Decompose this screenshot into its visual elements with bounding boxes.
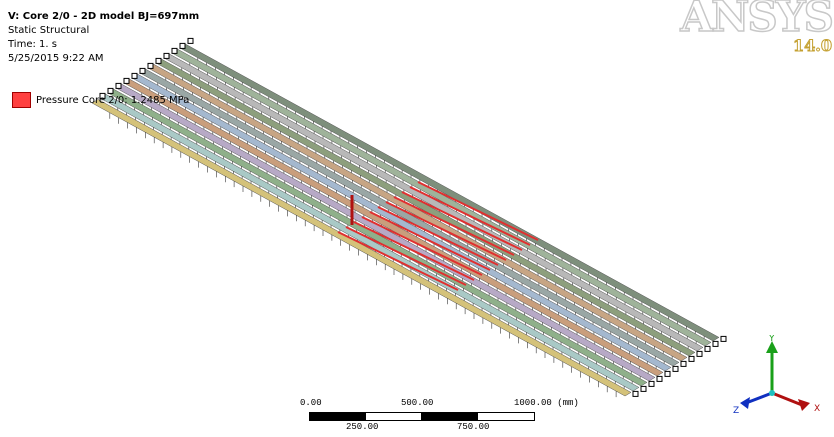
far-end-marker (163, 52, 170, 59)
core-strip (139, 69, 680, 367)
support-ticks (109, 112, 617, 398)
far-end-marker (147, 62, 154, 69)
far-end-marker (139, 67, 146, 74)
scale-label-500: 500.00 (401, 398, 434, 408)
pressure-line (409, 186, 531, 246)
near-end-marker (672, 365, 679, 372)
logo-name: ANSYS (680, 0, 834, 42)
far-end-marker (115, 82, 122, 89)
core-strip (115, 84, 656, 382)
pressure-line (377, 206, 499, 266)
date-label: 5/25/2015 9:22 AM (8, 53, 104, 64)
scale-label-0: 0.00 (300, 398, 322, 408)
far-end-marker (131, 72, 138, 79)
analysis-type: Static Structural (8, 25, 90, 36)
axis-triad: Y X Z (733, 335, 820, 415)
pressure-line (353, 221, 475, 281)
scale-label-750: 750.00 (457, 422, 490, 432)
far-end-marker (155, 57, 162, 64)
pressure-line (393, 196, 515, 256)
logo-version: 14.0 (793, 36, 833, 56)
scale-bar: 0.00 500.00 1000.00 (mm) 250.00 750.00 (300, 398, 630, 436)
pressure-line (417, 181, 539, 241)
scale-seg-3 (421, 412, 479, 421)
near-end-marker (712, 340, 719, 347)
pressure-line (345, 226, 467, 286)
z-axis (745, 391, 773, 405)
x-axis (771, 391, 803, 407)
far-end-marker (187, 37, 194, 44)
core-strip (171, 49, 712, 347)
x-label: X (814, 404, 820, 414)
core-strip (155, 59, 696, 357)
near-end-marker (632, 390, 639, 397)
ansys-logo: ANSYS 14.0 (680, 0, 834, 62)
near-end-marker (640, 385, 647, 392)
pressure-line (401, 191, 523, 251)
near-end-marker (664, 370, 671, 377)
triad-origin (769, 390, 775, 396)
scale-seg-2 (365, 412, 423, 421)
near-end-marker (656, 375, 663, 382)
scale-label-1000: 1000.00 (mm) (514, 398, 579, 408)
y-label: Y (768, 335, 775, 344)
near-end-marker (696, 350, 703, 357)
pressure-legend[interactable]: Pressure Core 2/0: 1.2485 MPa (12, 92, 189, 108)
core-strip (123, 79, 664, 377)
near-end-marker (688, 355, 695, 362)
z-arrow-icon (740, 397, 750, 409)
pressure-line (385, 201, 507, 261)
z-label: Z (733, 406, 739, 415)
far-end-marker (179, 42, 186, 49)
model-title: V: Core 2/0 - 2D model BJ=697mm (8, 11, 200, 22)
scale-seg-1 (309, 412, 367, 421)
near-end-marker (648, 380, 655, 387)
y-arrow-icon (766, 341, 778, 353)
near-end-marker (720, 335, 727, 342)
pressure-label: Pressure Core 2/0: 1.2485 MPa (36, 94, 190, 106)
strip-group (91, 37, 727, 398)
core-strip (131, 74, 672, 372)
core-strip (107, 89, 648, 387)
scale-label-250: 250.00 (346, 422, 379, 432)
pressure-swatch (12, 92, 31, 108)
core-strip (147, 64, 688, 362)
far-end-marker (123, 77, 130, 84)
pressure-line (369, 211, 491, 271)
time-label: Time: 1. s (8, 39, 57, 50)
near-end-marker (704, 345, 711, 352)
far-end-marker (99, 92, 106, 99)
core-strip (163, 54, 704, 352)
pressure-region (337, 181, 539, 291)
far-end-marker (107, 87, 114, 94)
far-end-marker (171, 47, 178, 54)
x-arrow-icon (798, 399, 810, 411)
pressure-line (361, 216, 483, 276)
near-end-marker (680, 360, 687, 367)
pressure-line (337, 231, 459, 291)
model-info: V: Core 2/0 - 2D model BJ=697mm Static S… (8, 10, 199, 66)
scale-seg-4 (477, 412, 535, 421)
core-strip (99, 94, 640, 392)
